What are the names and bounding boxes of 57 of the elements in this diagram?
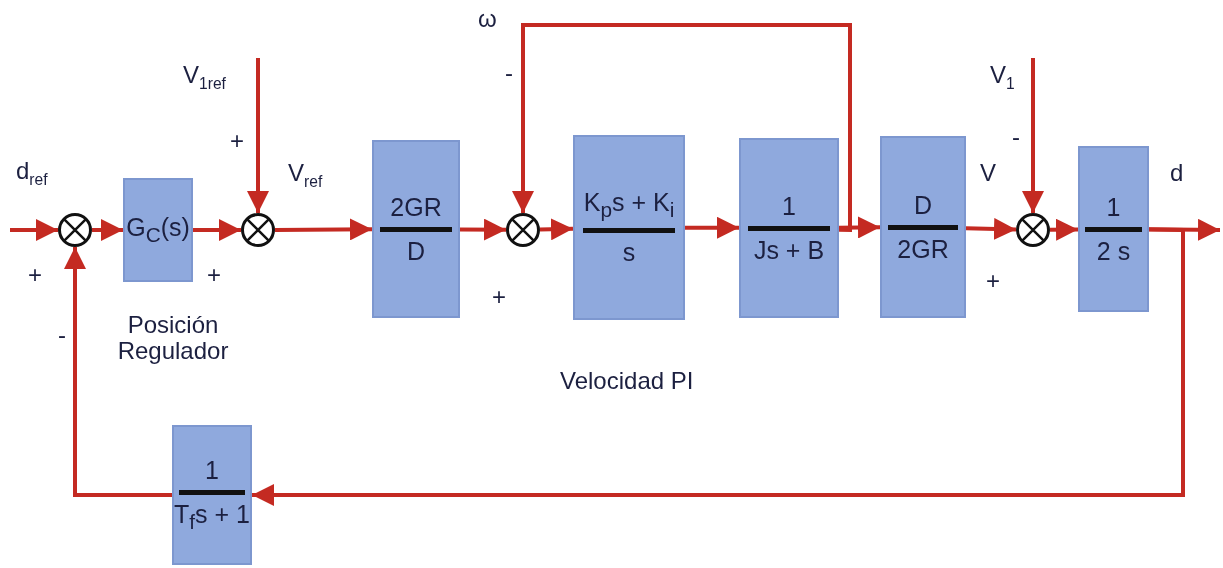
signal-arrow: [275, 218, 372, 241]
transfer-function-block: [739, 138, 839, 318]
transfer-function-block: [172, 425, 252, 565]
sign-label: +: [986, 268, 1000, 295]
signal-arrow: [252, 227, 1185, 506]
transfer-function-block: [1078, 146, 1149, 312]
controller-block: [123, 178, 193, 282]
signal-arrow: [459, 218, 507, 241]
sign-label: +: [207, 262, 221, 289]
numerator: 1: [205, 457, 219, 483]
sign-label: -: [505, 60, 513, 87]
signal-arrow: [10, 219, 58, 241]
denominator: D: [406, 238, 426, 264]
signal-label: V$_{1}$: [990, 62, 1015, 92]
signal-label: V$_{1ref}$: [183, 62, 226, 92]
summing-junction: [506, 213, 540, 247]
denominator: 2GR: [897, 236, 949, 262]
sign-label: -: [58, 322, 66, 349]
signal-label: ω: [478, 6, 497, 33]
denominator: 2 s: [1096, 238, 1131, 264]
numerator: 2GR: [390, 194, 442, 220]
signal-arrow: [92, 219, 123, 241]
signal-arrow: [512, 23, 852, 233]
signal-arrow: [839, 216, 880, 239]
signal-label: V$_{ref}$: [288, 160, 323, 190]
signal-arrow: [685, 216, 739, 239]
signal-arrow: [247, 58, 269, 213]
denominator: Js + B: [753, 237, 825, 263]
signal-arrow: [1022, 58, 1044, 213]
block-label: G$_{C}$(s): [126, 214, 190, 246]
transfer-function-block: [573, 135, 685, 320]
numerator: K$_{p}$s + K$_{i}$: [583, 190, 675, 221]
numerator: 1: [1106, 194, 1121, 220]
summing-junction: [1016, 213, 1050, 247]
numerator: 1: [782, 193, 796, 219]
denominator: T$_{f}$s + 1: [174, 501, 250, 533]
signal-label: d$_{ref}$: [16, 158, 48, 188]
sign-label: +: [28, 262, 42, 289]
sign-label: +: [492, 284, 506, 311]
summing-junction: [58, 213, 92, 247]
transfer-function-block: [372, 140, 460, 318]
signal-arrow: [965, 217, 1017, 240]
denominator: s: [622, 239, 636, 265]
signal-arrow: [1049, 218, 1079, 241]
signal-label: d: [1170, 160, 1184, 187]
section-label: Velocidad PI: [560, 368, 694, 395]
summing-junction: [241, 213, 275, 247]
signal-arrow: [1148, 218, 1221, 241]
signal-label: V: [980, 160, 996, 187]
signal-arrow: [193, 219, 241, 241]
section-label: Posición Regulador: [116, 312, 230, 365]
sign-label: +: [230, 128, 244, 155]
signal-arrow: [539, 218, 574, 241]
signal-arrow: [64, 247, 172, 497]
numerator: D: [913, 192, 933, 218]
transfer-function-block: [880, 136, 966, 318]
sign-label: -: [1012, 124, 1020, 151]
